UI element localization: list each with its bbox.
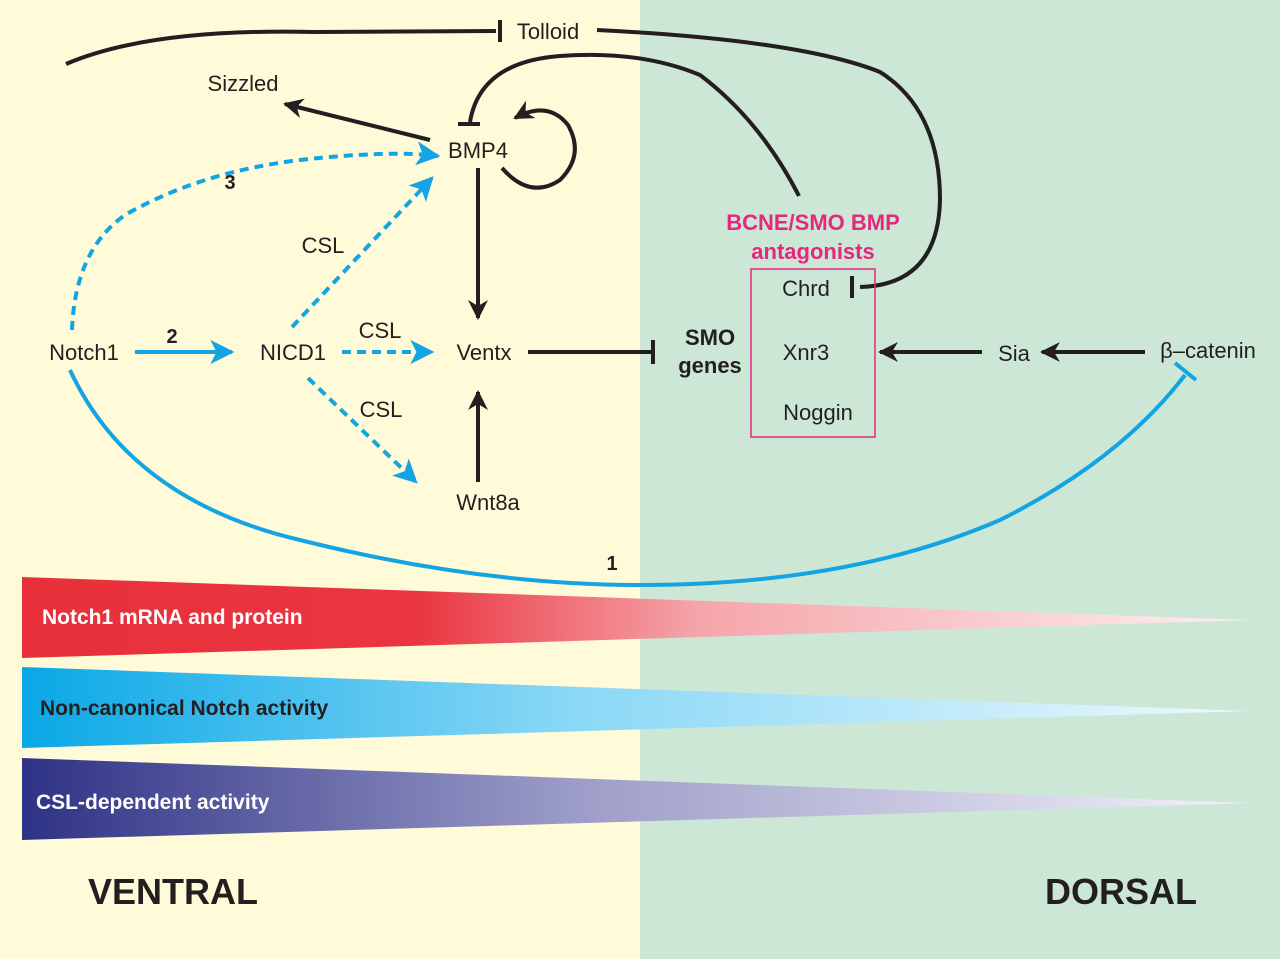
edge-notch1-inhibits-catenin bbox=[68, 369, 1187, 588]
node-notch1: Notch1 bbox=[49, 340, 119, 365]
node-wnt8a: Wnt8a bbox=[456, 490, 520, 515]
edge-antagonists-inhibit-bmp4 bbox=[468, 52, 801, 197]
node-tolloid: Tolloid bbox=[517, 19, 579, 44]
label-csl-wnt8a: CSL bbox=[360, 397, 403, 422]
edge-notch1-to-bmp4 bbox=[70, 141, 441, 331]
edge-nicd1-to-bmp4 bbox=[290, 176, 434, 329]
edge-bmp4-activates-sizzled bbox=[283, 98, 431, 142]
node-xnr3: Xnr3 bbox=[783, 340, 829, 365]
label-path-2: 2 bbox=[166, 326, 177, 348]
node-ventx: Ventx bbox=[456, 340, 511, 365]
node-chrd: Chrd bbox=[782, 276, 830, 301]
antagonist-title-line1: BCNE/SMO BMP bbox=[726, 210, 900, 235]
node-sizzled: Sizzled bbox=[208, 71, 279, 96]
notch1-expression-gradient bbox=[22, 577, 1250, 658]
edge-bmp4-autoactivation bbox=[500, 100, 577, 190]
node-beta-catenin: β–catenin bbox=[1160, 338, 1256, 363]
ventral-label: VENTRAL bbox=[88, 871, 258, 912]
label-csl-ventx: CSL bbox=[359, 318, 402, 343]
label-path-1: 1 bbox=[606, 553, 617, 575]
edge-tolloid-inhibits-chrd bbox=[596, 28, 943, 289]
antagonist-title-line2: antagonists bbox=[751, 239, 874, 264]
noncanonical-activity-gradient bbox=[22, 667, 1250, 748]
gradient-label-csl: CSL-dependent activity bbox=[36, 791, 270, 814]
node-sia: Sia bbox=[998, 341, 1031, 366]
antagonist-box bbox=[750, 268, 876, 438]
label-path-3: 3 bbox=[224, 172, 235, 194]
gradient-label-noncanonical: Non-canonical Notch activity bbox=[40, 697, 329, 720]
node-nicd1: NICD1 bbox=[260, 340, 326, 365]
node-smo-genes-line1: SMO bbox=[685, 325, 735, 350]
gradient-label-notch1: Notch1 mRNA and protein bbox=[42, 606, 303, 629]
node-smo-genes-line2: genes bbox=[678, 353, 742, 378]
node-noggin: Noggin bbox=[783, 400, 853, 425]
label-csl-bmp4: CSL bbox=[302, 233, 345, 258]
edge-sizzled-inhibits-tolloid bbox=[65, 29, 497, 66]
edge-nicd1-to-wnt8a bbox=[306, 376, 418, 484]
catenin-inhibition-bar bbox=[1173, 361, 1198, 382]
dorsal-label: DORSAL bbox=[1045, 871, 1197, 912]
csl-activity-gradient bbox=[22, 758, 1250, 840]
node-bmp4: BMP4 bbox=[448, 138, 508, 163]
